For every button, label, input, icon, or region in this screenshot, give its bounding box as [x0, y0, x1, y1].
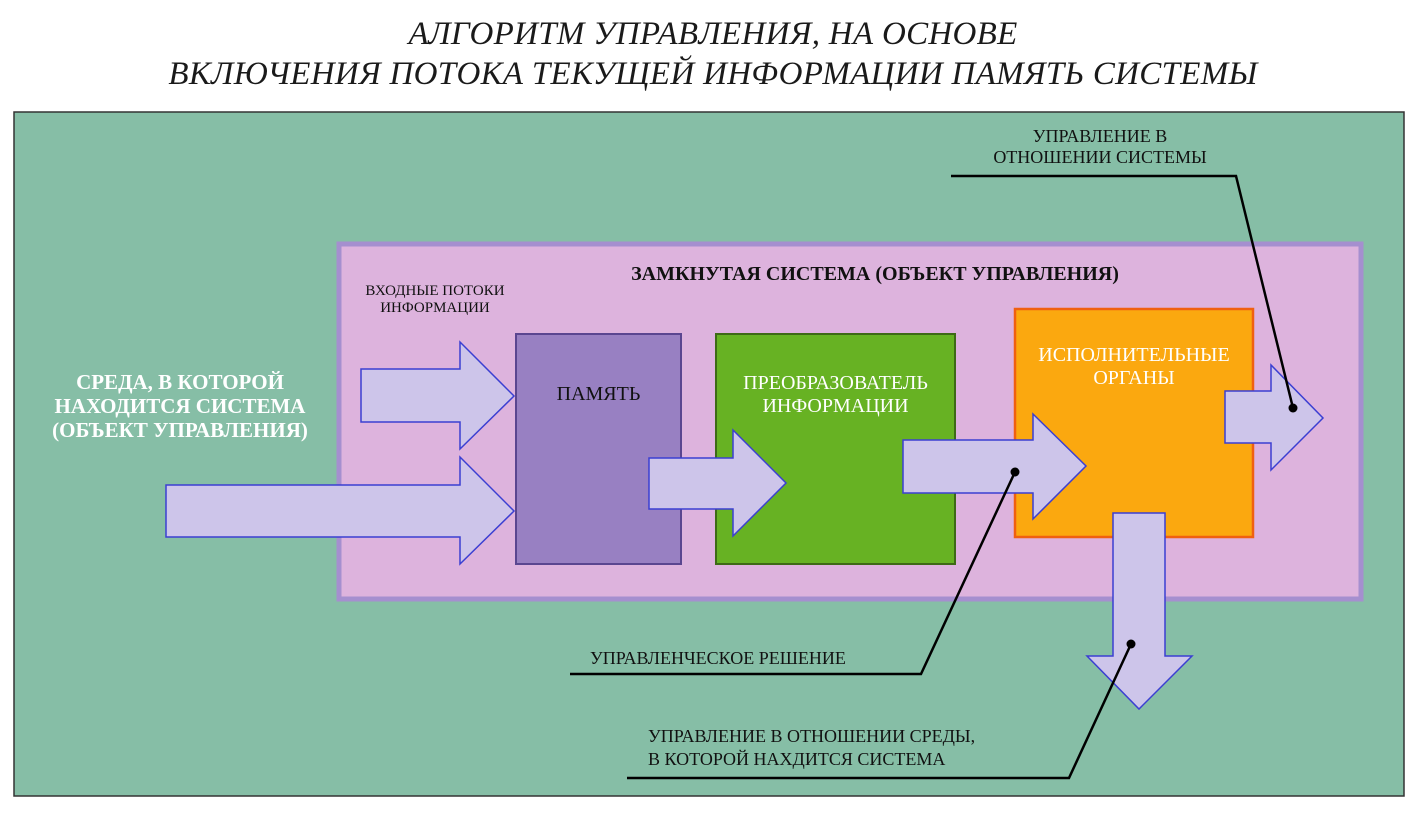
system-control-callout-line-2: ОТНОШЕНИИ СИСТЕМЫ	[993, 146, 1207, 167]
environment-input-arrow	[165, 455, 516, 566]
memory-block-label: ПАМЯТЬ	[556, 383, 641, 405]
diagram-title-line-1: АЛГОРИТМ УПРАВЛЕНИЯ, НА ОСНОВЕ	[408, 16, 1018, 52]
environment-label: СРЕДА, В КОТОРОЙ НАХОДИТСЯ СИСТЕМА (ОБЪЕ…	[40, 370, 320, 442]
system-control-leader-dot	[1288, 403, 1298, 413]
input-stream-arrow-upper	[360, 340, 516, 451]
environment-control-output-arrow	[1085, 512, 1194, 711]
environment-control-callout-line-1: УПРАВЛЕНИЕ В ОТНОШЕНИИ СРЕДЫ,	[648, 726, 976, 746]
actuators-block-label: ИСПОЛНИТЕЛЬНЫЕ ОРГАНЫ	[1015, 344, 1253, 390]
env-control-leader-dot	[1126, 639, 1136, 649]
system-control-callout: УПРАВЛЕНИЕ В ОТНОШЕНИИ СИСТЕМЫ	[980, 126, 1220, 167]
environment-control-callout-line-2: В КОТОРОЙ НАХДИТСЯ СИСТЕМА	[648, 749, 946, 770]
diagram-title-line-2: ВКЛЮЧЕНИЯ ПОТОКА ТЕКУЩЕЙ ИНФОРМАЦИИ ПАМЯ…	[168, 56, 1258, 92]
converter-label-line-1: ПРЕОБРАЗОВАТЕЛЬ	[743, 372, 928, 394]
actuators-label-line-1: ИСПОЛНИТЕЛЬНЫЕ	[1038, 344, 1230, 366]
decision-leader-line	[570, 471, 1017, 676]
system-control-leader-line	[951, 174, 1295, 409]
closed-system-title: ЗАМКНУТАЯ СИСТЕМА (ОБЪЕКТ УПРАВЛЕНИЯ)	[631, 263, 1119, 285]
environment-label-line-1: СРЕДА, В КОТОРОЙ	[76, 370, 284, 394]
environment-control-callout: УПРАВЛЕНИЕ В ОТНОШЕНИИ СРЕДЫ, В КОТОРОЙ …	[648, 725, 1078, 772]
input-streams-label-line-2: ИНФОРМАЦИИ	[380, 300, 490, 317]
environment-label-line-2: НАХОДИТСЯ СИСТЕМА	[54, 394, 306, 419]
env-control-leader-line	[627, 643, 1133, 780]
system-control-callout-line-1: УПРАВЛЕНИЕ В	[1032, 126, 1168, 146]
decision-callout: УПРАВЛЕНЧЕСКОЕ РЕШЕНИЕ	[590, 648, 846, 668]
environment-label-line-3: (ОБЪЕКТ УПРАВЛЕНИЯ)	[52, 418, 308, 443]
memory-to-converter-arrow	[648, 428, 788, 538]
actuators-block	[1013, 307, 1255, 539]
converter-label-line-2: ИНФОРМАЦИИ	[762, 395, 909, 417]
actuators-label-line-2: ОРГАНЫ	[1093, 367, 1175, 389]
converter-to-actuators-arrow	[902, 412, 1088, 521]
memory-block	[515, 333, 682, 565]
input-streams-label-line-1: ВХОДНЫЕ ПОТОКИ	[365, 283, 505, 299]
decision-leader-dot	[1010, 467, 1020, 477]
system-control-output-arrow	[1224, 363, 1325, 472]
input-streams-label: ВХОДНЫЕ ПОТОКИ ИНФОРМАЦИИ	[340, 283, 530, 318]
converter-block-label: ПРЕОБРАЗОВАТЕЛЬ ИНФОРМАЦИИ	[716, 372, 955, 418]
